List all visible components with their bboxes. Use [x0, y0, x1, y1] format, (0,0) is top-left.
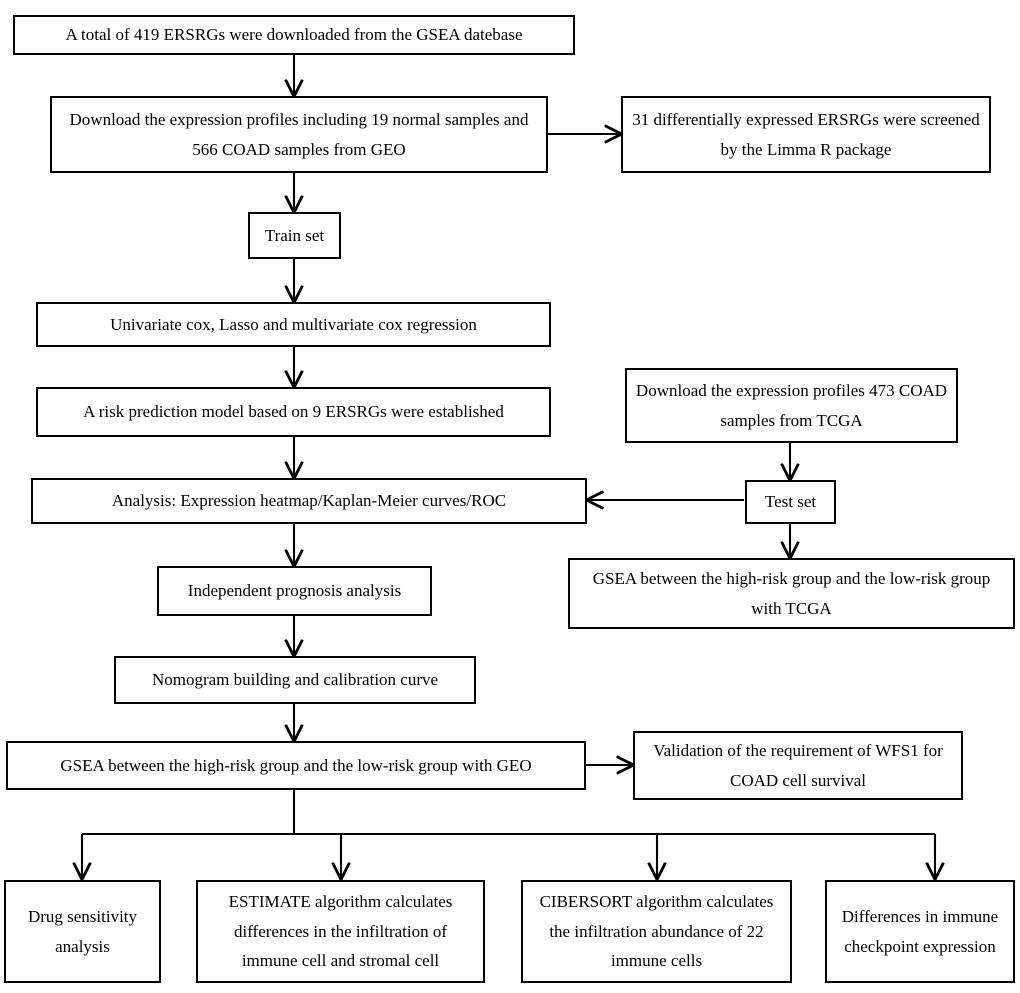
node-ersrg-download[interactable]: A total of 419 ERSRGs were downloaded fr… [13, 15, 575, 55]
node-label: GSEA between the high-risk group and the… [592, 568, 991, 618]
node-label: Validation of the requirement of WFS1 fo… [653, 740, 943, 790]
node-label: Download the expression profiles includi… [69, 109, 529, 159]
node-gsea-tcga[interactable]: GSEA between the high-risk group and the… [568, 558, 1015, 629]
node-estimate-algo[interactable]: ESTIMATE algorithm calculates difference… [196, 880, 485, 983]
node-label: Test set [764, 492, 817, 512]
node-label: Nomogram building and calibration curve [151, 670, 439, 690]
node-label: Independent prognosis analysis [187, 581, 402, 601]
node-wfs1-validation[interactable]: Validation of the requirement of WFS1 fo… [633, 731, 963, 800]
node-limma-deg[interactable]: 31 differentially expressed ERSRGs were … [621, 96, 991, 173]
node-analysis[interactable]: Analysis: Expression heatmap/Kaplan-Meie… [31, 478, 587, 524]
node-test-set[interactable]: Test set [745, 480, 836, 524]
node-risk-model[interactable]: A risk prediction model based on 9 ERSRG… [36, 387, 551, 437]
node-gsea-geo[interactable]: GSEA between the high-risk group and the… [6, 741, 586, 790]
node-label: ESTIMATE algorithm calculates difference… [228, 891, 453, 971]
node-label: CIBERSORT algorithm calculates the infil… [539, 891, 774, 971]
node-label: Univariate cox, Lasso and multivariate c… [110, 314, 477, 334]
node-immune-checkpoint[interactable]: Differences in immune checkpoint express… [825, 880, 1015, 983]
node-indep-prognosis[interactable]: Independent prognosis analysis [157, 566, 432, 616]
node-nomogram[interactable]: Nomogram building and calibration curve [114, 656, 476, 704]
node-cibersort-algo[interactable]: CIBERSORT algorithm calculates the infil… [521, 880, 792, 983]
node-label: A risk prediction model based on 9 ERSRG… [83, 402, 504, 422]
node-geo-profiles[interactable]: Download the expression profiles includi… [50, 96, 548, 173]
node-cox-lasso[interactable]: Univariate cox, Lasso and multivariate c… [36, 302, 551, 347]
node-label: Analysis: Expression heatmap/Kaplan-Meie… [111, 491, 507, 511]
node-label: Drug sensitivity analysis [27, 906, 138, 956]
node-label: Differences in immune checkpoint express… [841, 906, 999, 956]
node-label: Download the expression profiles 473 COA… [635, 380, 948, 430]
node-drug-sensitivity[interactable]: Drug sensitivity analysis [4, 880, 161, 983]
node-tcga-profiles[interactable]: Download the expression profiles 473 COA… [625, 368, 958, 443]
node-label: A total of 419 ERSRGs were downloaded fr… [65, 25, 523, 45]
node-train-set[interactable]: Train set [248, 212, 341, 259]
node-label: Train set [264, 225, 325, 245]
node-label: 31 differentially expressed ERSRGs were … [632, 109, 980, 159]
node-label: GSEA between the high-risk group and the… [60, 755, 532, 775]
